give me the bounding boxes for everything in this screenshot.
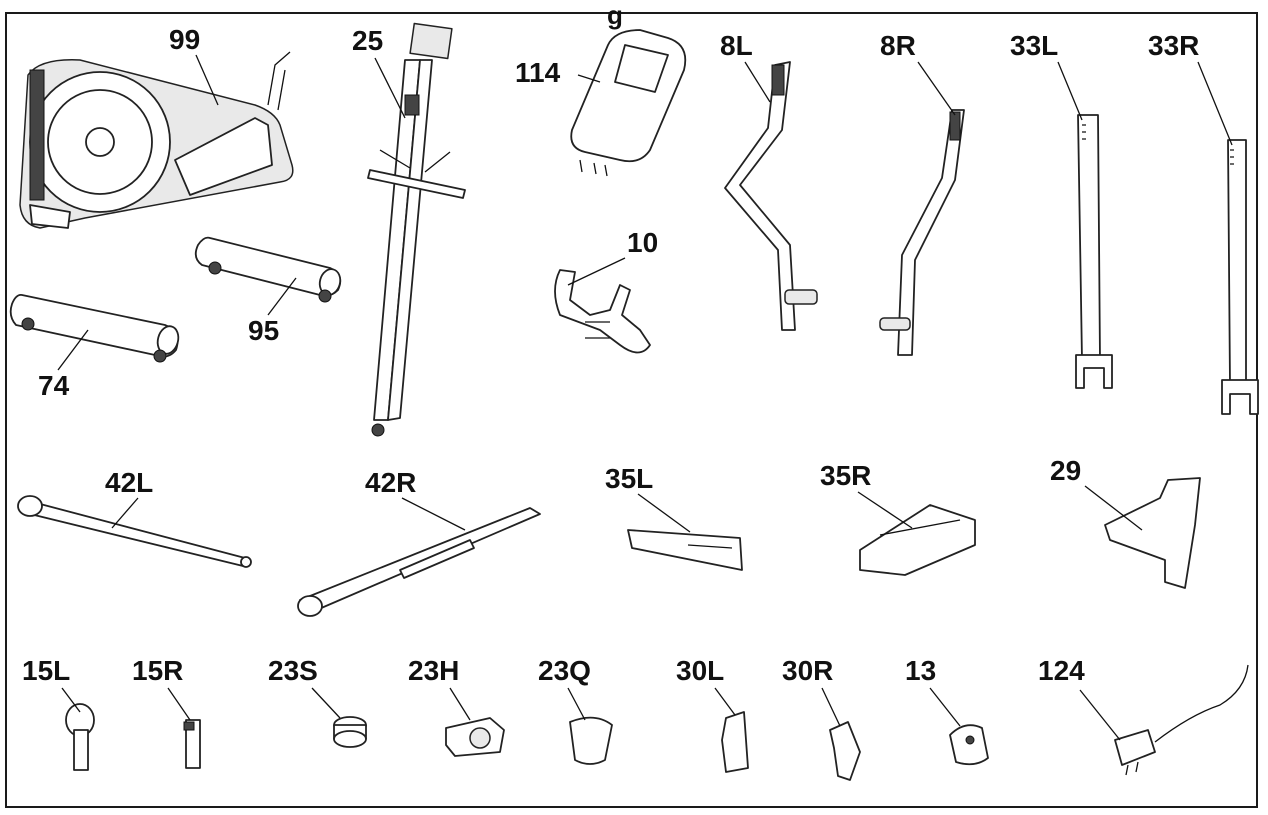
label-10: 10 xyxy=(627,227,658,258)
label-15R: 15R xyxy=(132,655,183,686)
part-29-bracket xyxy=(1104,477,1201,589)
label-124: 124 xyxy=(1038,655,1085,686)
part-74-stabilizer xyxy=(9,294,180,363)
part-99-main-frame xyxy=(19,51,294,229)
part-23H-clamp xyxy=(445,717,505,757)
label-8L: 8L xyxy=(720,30,753,61)
part-114-console xyxy=(570,29,687,177)
label-23Q: 23Q xyxy=(538,655,591,686)
part-95-stabilizer xyxy=(194,236,342,303)
header-fragment: g xyxy=(607,0,623,30)
part-35R-foot-pedal xyxy=(859,504,976,576)
label-13: 13 xyxy=(905,655,936,686)
part-42R-pedal-tube xyxy=(297,507,541,617)
part-35L-foot-pedal xyxy=(627,529,743,571)
part-23Q-clamp xyxy=(569,716,613,765)
part-33R-lower-arm xyxy=(1221,139,1259,415)
label-99: 99 xyxy=(169,24,200,55)
part-13-clip xyxy=(949,724,989,766)
part-8L-handlebar xyxy=(724,61,818,331)
label-42R: 42R xyxy=(365,467,416,498)
label-23H: 23H xyxy=(408,655,459,686)
label-30L: 30L xyxy=(676,655,724,686)
part-15L xyxy=(65,703,95,771)
part-10-handlebar xyxy=(554,269,651,354)
part-42L-pedal-tube xyxy=(17,495,252,568)
part-15R xyxy=(183,719,201,769)
label-35R: 35R xyxy=(820,460,871,491)
label-42L: 42L xyxy=(105,467,153,498)
label-29: 29 xyxy=(1050,455,1081,486)
part-25-upright-mast xyxy=(367,22,466,437)
label-35L: 35L xyxy=(605,463,653,494)
label-114: 114 xyxy=(515,57,561,88)
part-33L-lower-arm xyxy=(1075,114,1113,389)
part-30L-cover xyxy=(721,711,749,773)
part-30R-cover xyxy=(829,721,861,781)
part-124-adapter xyxy=(1114,664,1249,776)
label-25: 25 xyxy=(352,25,383,56)
label-33R: 33R xyxy=(1148,30,1199,61)
label-23S: 23S xyxy=(268,655,318,686)
label-95: 95 xyxy=(248,315,279,346)
label-30R: 30R xyxy=(782,655,833,686)
label-8R: 8R xyxy=(880,30,916,61)
part-8R-handlebar xyxy=(879,109,965,356)
label-33L: 33L xyxy=(1010,30,1058,61)
label-15L: 15L xyxy=(22,655,70,686)
part-23S-clamp xyxy=(333,716,367,748)
label-74: 74 xyxy=(38,370,70,401)
